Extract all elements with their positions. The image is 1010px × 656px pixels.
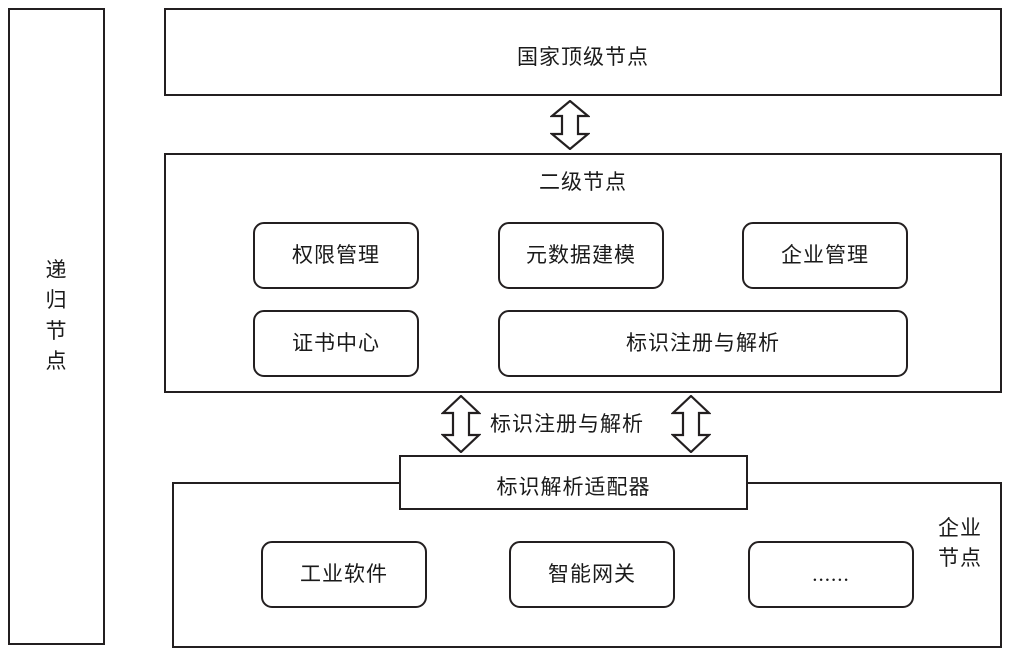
enterprise-node-label-line-1: 企业 — [938, 516, 982, 540]
module-certificate-center[interactable]: 证书中心 — [253, 310, 419, 377]
recursive-node-label-char-4: 点 — [45, 349, 68, 374]
double-headed-vertical-arrow-icon — [670, 394, 712, 454]
module-label: 工业软件 — [300, 562, 388, 586]
national-top-node — [164, 8, 1002, 96]
national-top-node-label: 国家顶级节点 — [517, 45, 649, 69]
module-label: ...... — [812, 562, 850, 586]
identifier-resolution-adapter — [399, 455, 748, 510]
module-label: 企业管理 — [781, 243, 869, 267]
recursive-node-label-char-2: 归 — [45, 288, 68, 313]
module-label: 权限管理 — [292, 243, 380, 267]
module-ellipsis[interactable]: ...... — [748, 541, 914, 608]
module-label: 证书中心 — [292, 331, 380, 355]
recursive-node-label: 递 归 节 点 — [8, 255, 105, 377]
module-label: 标识注册与解析 — [626, 331, 780, 355]
enterprise-node-label-line-2: 节点 — [938, 546, 982, 571]
recursive-node-label-char-1: 递 — [45, 258, 68, 282]
module-identifier-registration-resolution[interactable]: 标识注册与解析 — [498, 310, 908, 377]
module-enterprise-management[interactable]: 企业管理 — [742, 222, 908, 289]
module-metadata-modeling[interactable]: 元数据建模 — [498, 222, 664, 289]
identifier-resolution-adapter-label: 标识解析适配器 — [496, 475, 651, 499]
module-label: 智能网关 — [548, 562, 636, 586]
middle-link-label: 标识注册与解析 — [488, 408, 646, 438]
module-intelligent-gateway[interactable]: 智能网关 — [509, 541, 675, 608]
enterprise-node-label: 企业 节点 — [925, 513, 995, 574]
double-headed-vertical-arrow-icon — [548, 99, 592, 151]
module-industrial-software[interactable]: 工业软件 — [261, 541, 427, 608]
recursive-node-panel — [8, 8, 105, 645]
second-level-node-label: 二级节点 — [539, 170, 627, 194]
module-label: 元数据建模 — [526, 243, 636, 267]
double-headed-vertical-arrow-icon — [440, 394, 482, 454]
module-permission-management[interactable]: 权限管理 — [253, 222, 419, 289]
recursive-node-label-char-3: 节 — [45, 318, 68, 343]
